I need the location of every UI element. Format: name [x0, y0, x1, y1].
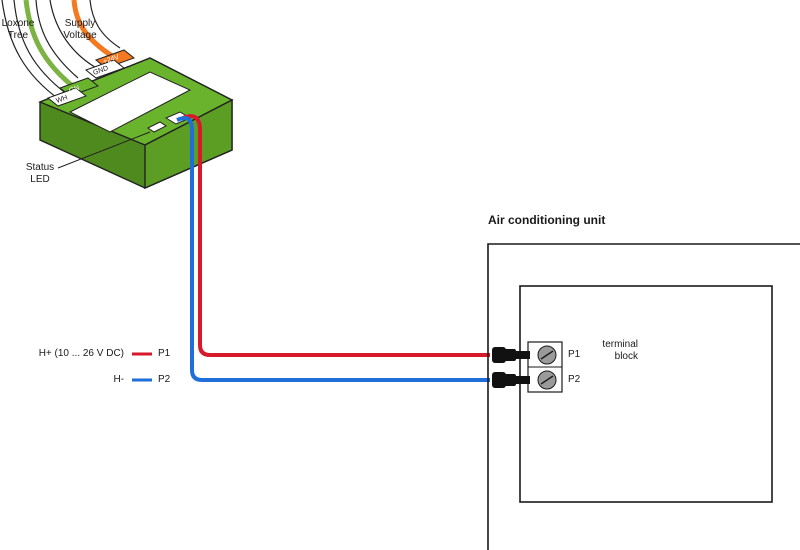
legend-h-plus-port: P1	[158, 348, 171, 359]
supply-voltage-label-line2: Voltage	[63, 30, 97, 41]
terminal-p2-screw	[537, 370, 557, 390]
loxone-tree-label: Loxone Tree	[0, 18, 36, 42]
loxone-extension-device	[38, 49, 234, 190]
legend-h-minus-label: H-	[113, 374, 124, 385]
ferrule-p2	[492, 372, 530, 388]
terminal-gnd-label: GND	[92, 65, 109, 77]
status-led-label: Status LED	[20, 162, 60, 186]
terminal-p1-screw	[537, 345, 557, 365]
supply-voltage-label: Supply Voltage	[58, 18, 102, 42]
ferrule-p1	[492, 347, 530, 363]
terminal-gnd	[84, 59, 126, 79]
legend-h-plus-label: H+ (10 ... 26 V DC)	[38, 348, 124, 359]
loxone-tree-label-line2: Tree	[7, 30, 29, 41]
loxone-tree-cable	[1, 0, 79, 101]
supply-voltage-label-line1: Supply	[64, 18, 96, 29]
ac-unit-inner-panel	[519, 285, 773, 503]
terminal-p2-label: P2	[568, 374, 581, 385]
terminal-block-label: terminal block	[580, 339, 638, 363]
terminal-block	[492, 341, 563, 393]
supply-voltage-cable	[49, 0, 121, 71]
ac-unit-title: Air conditioning unit	[488, 213, 606, 227]
wire-h-minus	[176, 116, 490, 382]
legend-h-minus-port: P2	[158, 374, 171, 385]
terminal-wh-label: WH	[55, 94, 68, 105]
ac-unit-housing	[487, 243, 800, 550]
terminal-block-label-line2: block	[614, 351, 638, 362]
terminal-p1-label: P1	[568, 349, 581, 360]
terminal-wh	[46, 87, 88, 107]
status-led-label-line1: Status	[25, 162, 55, 173]
wire-h-plus	[182, 114, 490, 357]
status-led-pointer	[57, 131, 151, 169]
terminal-gn-label: GN	[68, 85, 80, 95]
terminal-block-label-line1: terminal	[602, 339, 638, 350]
status-led-label-line2: LED	[30, 174, 50, 185]
status-led	[147, 121, 167, 133]
loxone-tree-label-line1: Loxone	[1, 18, 35, 29]
